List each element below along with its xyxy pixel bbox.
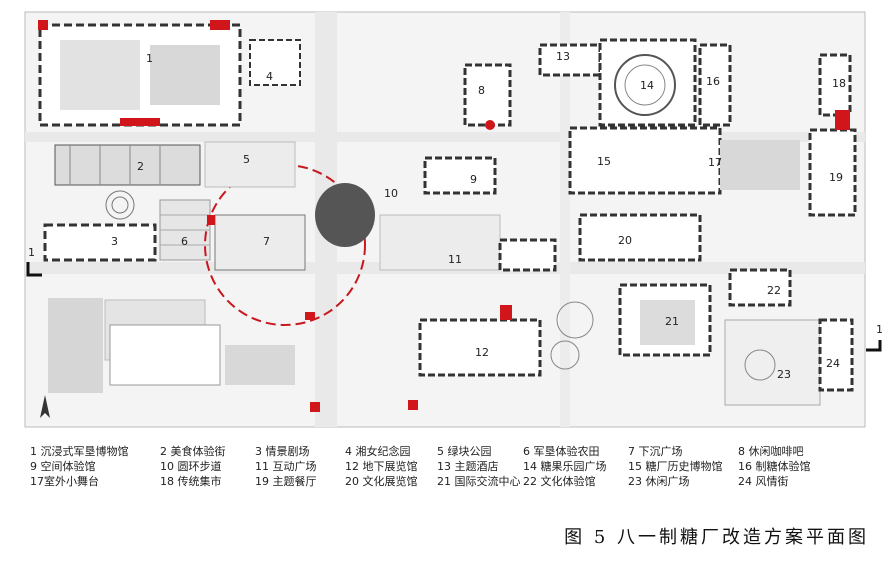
zone-number: 10 [384, 187, 398, 200]
north-arrow-icon [40, 395, 50, 418]
zone-number: 14 [640, 79, 654, 92]
building-8 [463, 63, 512, 130]
street-24 [818, 318, 854, 392]
red-marker-b [310, 402, 320, 412]
park-5 [204, 141, 296, 188]
zone-number: 4 [266, 70, 273, 83]
round-feature-1 [556, 301, 594, 339]
legend-item: 15 糖厂历史博物馆 [628, 460, 723, 473]
plaza-11 [379, 214, 557, 272]
building-3 [43, 223, 157, 262]
figure-caption: 图 5 八一制糖厂改造方案平面图 [564, 527, 869, 548]
legend-item: 2 美食体验街 [160, 445, 226, 458]
sunken-plaza-7 [204, 164, 375, 326]
legend-item: 22 文化体验馆 [523, 475, 596, 488]
legend: 1 沉浸式军垦博物馆 2 美食体验街 3 情景剧场 4 湘女纪念园 5 绿块公园… [30, 444, 870, 489]
zone-number: 16 [706, 75, 720, 88]
zone-number: 11 [448, 253, 462, 266]
legend-item: 24 风情街 [738, 475, 789, 488]
legend-item: 20 文化展览馆 [345, 475, 418, 488]
zone-number: 23 [777, 368, 791, 381]
zone-number: 21 [665, 315, 679, 328]
legend-item: 3 情景剧场 [255, 445, 310, 458]
building-22 [728, 268, 792, 307]
legend-item: 4 湘女纪念园 [345, 445, 411, 458]
legend-item: 23 休闲广场 [628, 475, 690, 488]
svg-text:1: 1 [28, 246, 35, 259]
building-13 [538, 43, 602, 77]
zone-number: 18 [832, 77, 846, 90]
legend-row: 17室外小舞台 18 传统集市 19 主题餐厅 20 文化展览馆 21 国际交流… [30, 474, 870, 489]
round-feature-2 [550, 340, 580, 370]
zone-number: 13 [556, 50, 570, 63]
legend-item: 9 空间体验馆 [30, 460, 96, 473]
svg-text:1: 1 [876, 323, 883, 336]
site-plan: 1 1 1 2 3 4 5 6 7 8 9 10 11 12 13 14 15 … [24, 11, 883, 428]
legend-item: 7 下沉广场 [628, 445, 683, 458]
plaza-23 [724, 319, 821, 406]
legend-item: 17室外小舞台 [30, 475, 99, 488]
zone-number: 3 [111, 235, 118, 248]
legend-item: 21 国际交流中心 [437, 475, 521, 488]
zone-number: 24 [826, 357, 840, 370]
zone-number: 20 [618, 234, 632, 247]
red-marker-a [408, 400, 418, 410]
legend-item: 8 休闲咖啡吧 [738, 445, 804, 458]
legend-item: 1 沉浸式军垦博物馆 [30, 445, 129, 458]
farmland-6 [159, 199, 211, 261]
lower-left-blocks [48, 298, 295, 393]
building-21 [618, 283, 712, 357]
legend-item: 13 主题酒店 [437, 460, 499, 473]
building-4 [249, 39, 301, 86]
zone-number: 2 [137, 160, 144, 173]
zone-number: 1 [146, 52, 153, 65]
building-2 [54, 144, 201, 220]
section-mark-right: 1 [866, 323, 883, 352]
building-18 [818, 53, 852, 117]
building-12 [418, 305, 542, 377]
zone-number: 15 [597, 155, 611, 168]
legend-row: 1 沉浸式军垦博物馆 2 美食体验街 3 情景剧场 4 湘女纪念园 5 绿块公园… [30, 444, 870, 459]
building-15 [568, 126, 800, 195]
legend-row: 9 空间体验馆 10 圆环步道 11 互动广场 12 地下展览馆 13 主题酒店… [30, 459, 870, 474]
building-1 [38, 20, 242, 127]
zone-number: 22 [767, 284, 781, 297]
building-16 [698, 43, 732, 127]
zone-number: 17 [708, 156, 722, 169]
zone-number: 8 [478, 84, 485, 97]
zone-number: 12 [475, 346, 489, 359]
zone-number: 5 [243, 153, 250, 166]
zone-number: 6 [181, 235, 188, 248]
section-mark-left: 1 [26, 246, 42, 277]
legend-item: 12 地下展览馆 [345, 460, 418, 473]
zone-number: 19 [829, 171, 843, 184]
legend-item: 18 传统集市 [160, 475, 222, 488]
building-9 [423, 156, 497, 195]
legend-item: 14 糖果乐园广场 [523, 460, 607, 473]
legend-item: 16 制糖体验馆 [738, 460, 811, 473]
legend-item: 19 主题餐厅 [255, 475, 317, 488]
legend-item: 11 互动广场 [255, 460, 317, 473]
building-19 [808, 110, 857, 217]
legend-item: 6 军垦体验农田 [523, 445, 600, 458]
zone-number: 9 [470, 173, 477, 186]
building-20 [578, 213, 702, 262]
legend-item: 5 绿块公园 [437, 445, 492, 458]
building-14 [598, 38, 697, 127]
zone-number: 7 [263, 235, 270, 248]
legend-item: 10 圆环步道 [160, 460, 222, 473]
